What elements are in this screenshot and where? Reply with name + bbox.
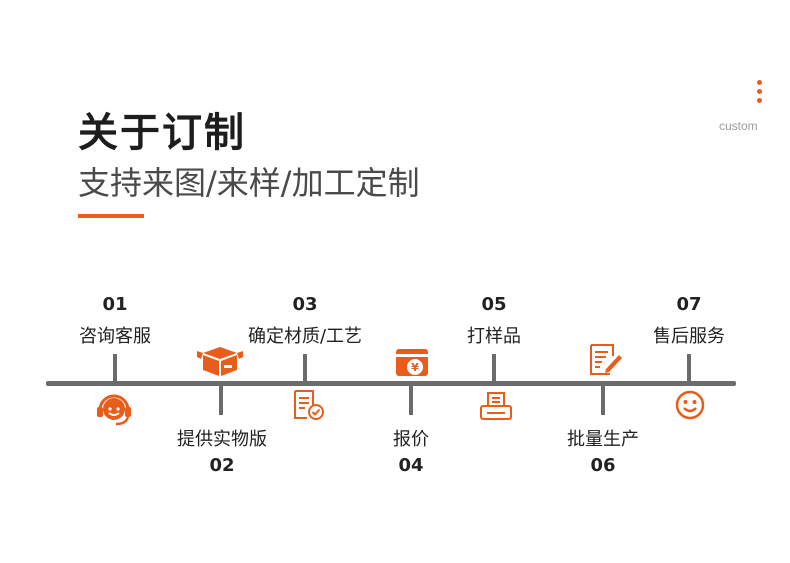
printer-icon [480, 392, 512, 420]
step-03-tick [303, 354, 307, 382]
step-05-number: 05 [481, 294, 507, 315]
step-01-label: 咨询客服 [79, 326, 151, 347]
box-icon [197, 347, 243, 376]
step-04-tick [409, 383, 413, 415]
price-card-icon: ¥ [396, 349, 428, 376]
page-title: 关于订制 [78, 110, 246, 156]
timeline-line [46, 381, 736, 386]
step-05-tick [492, 354, 496, 382]
step-02-label: 提供实物版 [177, 429, 267, 450]
step-02-tick [219, 383, 223, 415]
custom-tag: custom [719, 119, 758, 133]
step-07-number: 07 [676, 294, 702, 315]
accent-divider [78, 214, 144, 218]
step-06-number: 06 [590, 455, 616, 476]
more-dots-icon [757, 80, 763, 104]
step-07-label: 售后服务 [653, 326, 725, 347]
smile-icon [675, 390, 705, 420]
step-01-tick [113, 354, 117, 382]
step-06-label: 批量生产 [567, 429, 639, 450]
headset-icon [97, 394, 131, 426]
step-06-tick [601, 383, 605, 415]
step-05-label: 打样品 [467, 326, 521, 347]
step-04-label: 报价 [393, 429, 429, 450]
page-subtitle: 支持来图/来样/加工定制 [78, 164, 420, 202]
step-01-number: 01 [102, 294, 128, 315]
step-03-number: 03 [292, 294, 318, 315]
edit-document-icon [590, 344, 622, 375]
checklist-icon [294, 390, 324, 420]
step-04-number: 04 [398, 455, 424, 476]
step-07-tick [687, 354, 691, 382]
step-03-label: 确定材质/工艺 [247, 326, 363, 347]
svg-text:¥: ¥ [411, 361, 419, 374]
step-02-number: 02 [209, 455, 235, 476]
